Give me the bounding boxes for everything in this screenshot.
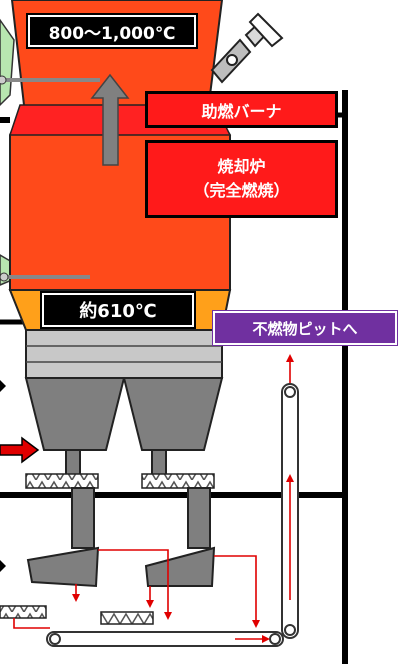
burner-valve [210, 12, 284, 84]
inlet-arrow [0, 436, 40, 464]
incinerator-label: 焼却炉 （完全燃焼） [145, 140, 338, 218]
incinerator-label-line2: （完全燃焼） [193, 181, 290, 200]
updraft-arrow [90, 73, 130, 166]
left-indicator-upper [0, 380, 6, 392]
side-duct-left [0, 18, 15, 107]
incinerator-label-line1: 焼却炉 [217, 157, 266, 176]
left-indicator-lower [0, 560, 6, 572]
hopper-collar [25, 329, 223, 379]
top-temperature-label: 800～1,000℃ [26, 13, 198, 49]
belt-conveyor [46, 631, 284, 647]
rotary-feeder-left [25, 473, 99, 489]
screw-conveyor-mid [100, 611, 154, 625]
outlet-temperature-label: 約610℃ [40, 291, 196, 329]
ash-flow-arrows [13, 354, 294, 643]
screw-conveyor-left [0, 605, 47, 619]
burner-label: 助燃バーナ [145, 91, 338, 128]
rotary-feeder-right [141, 473, 215, 489]
ash-hoppers [24, 377, 224, 479]
to-noncombustible-pit-label: 不燃物ピットへ [212, 310, 398, 346]
discharge-chutes [26, 487, 216, 588]
